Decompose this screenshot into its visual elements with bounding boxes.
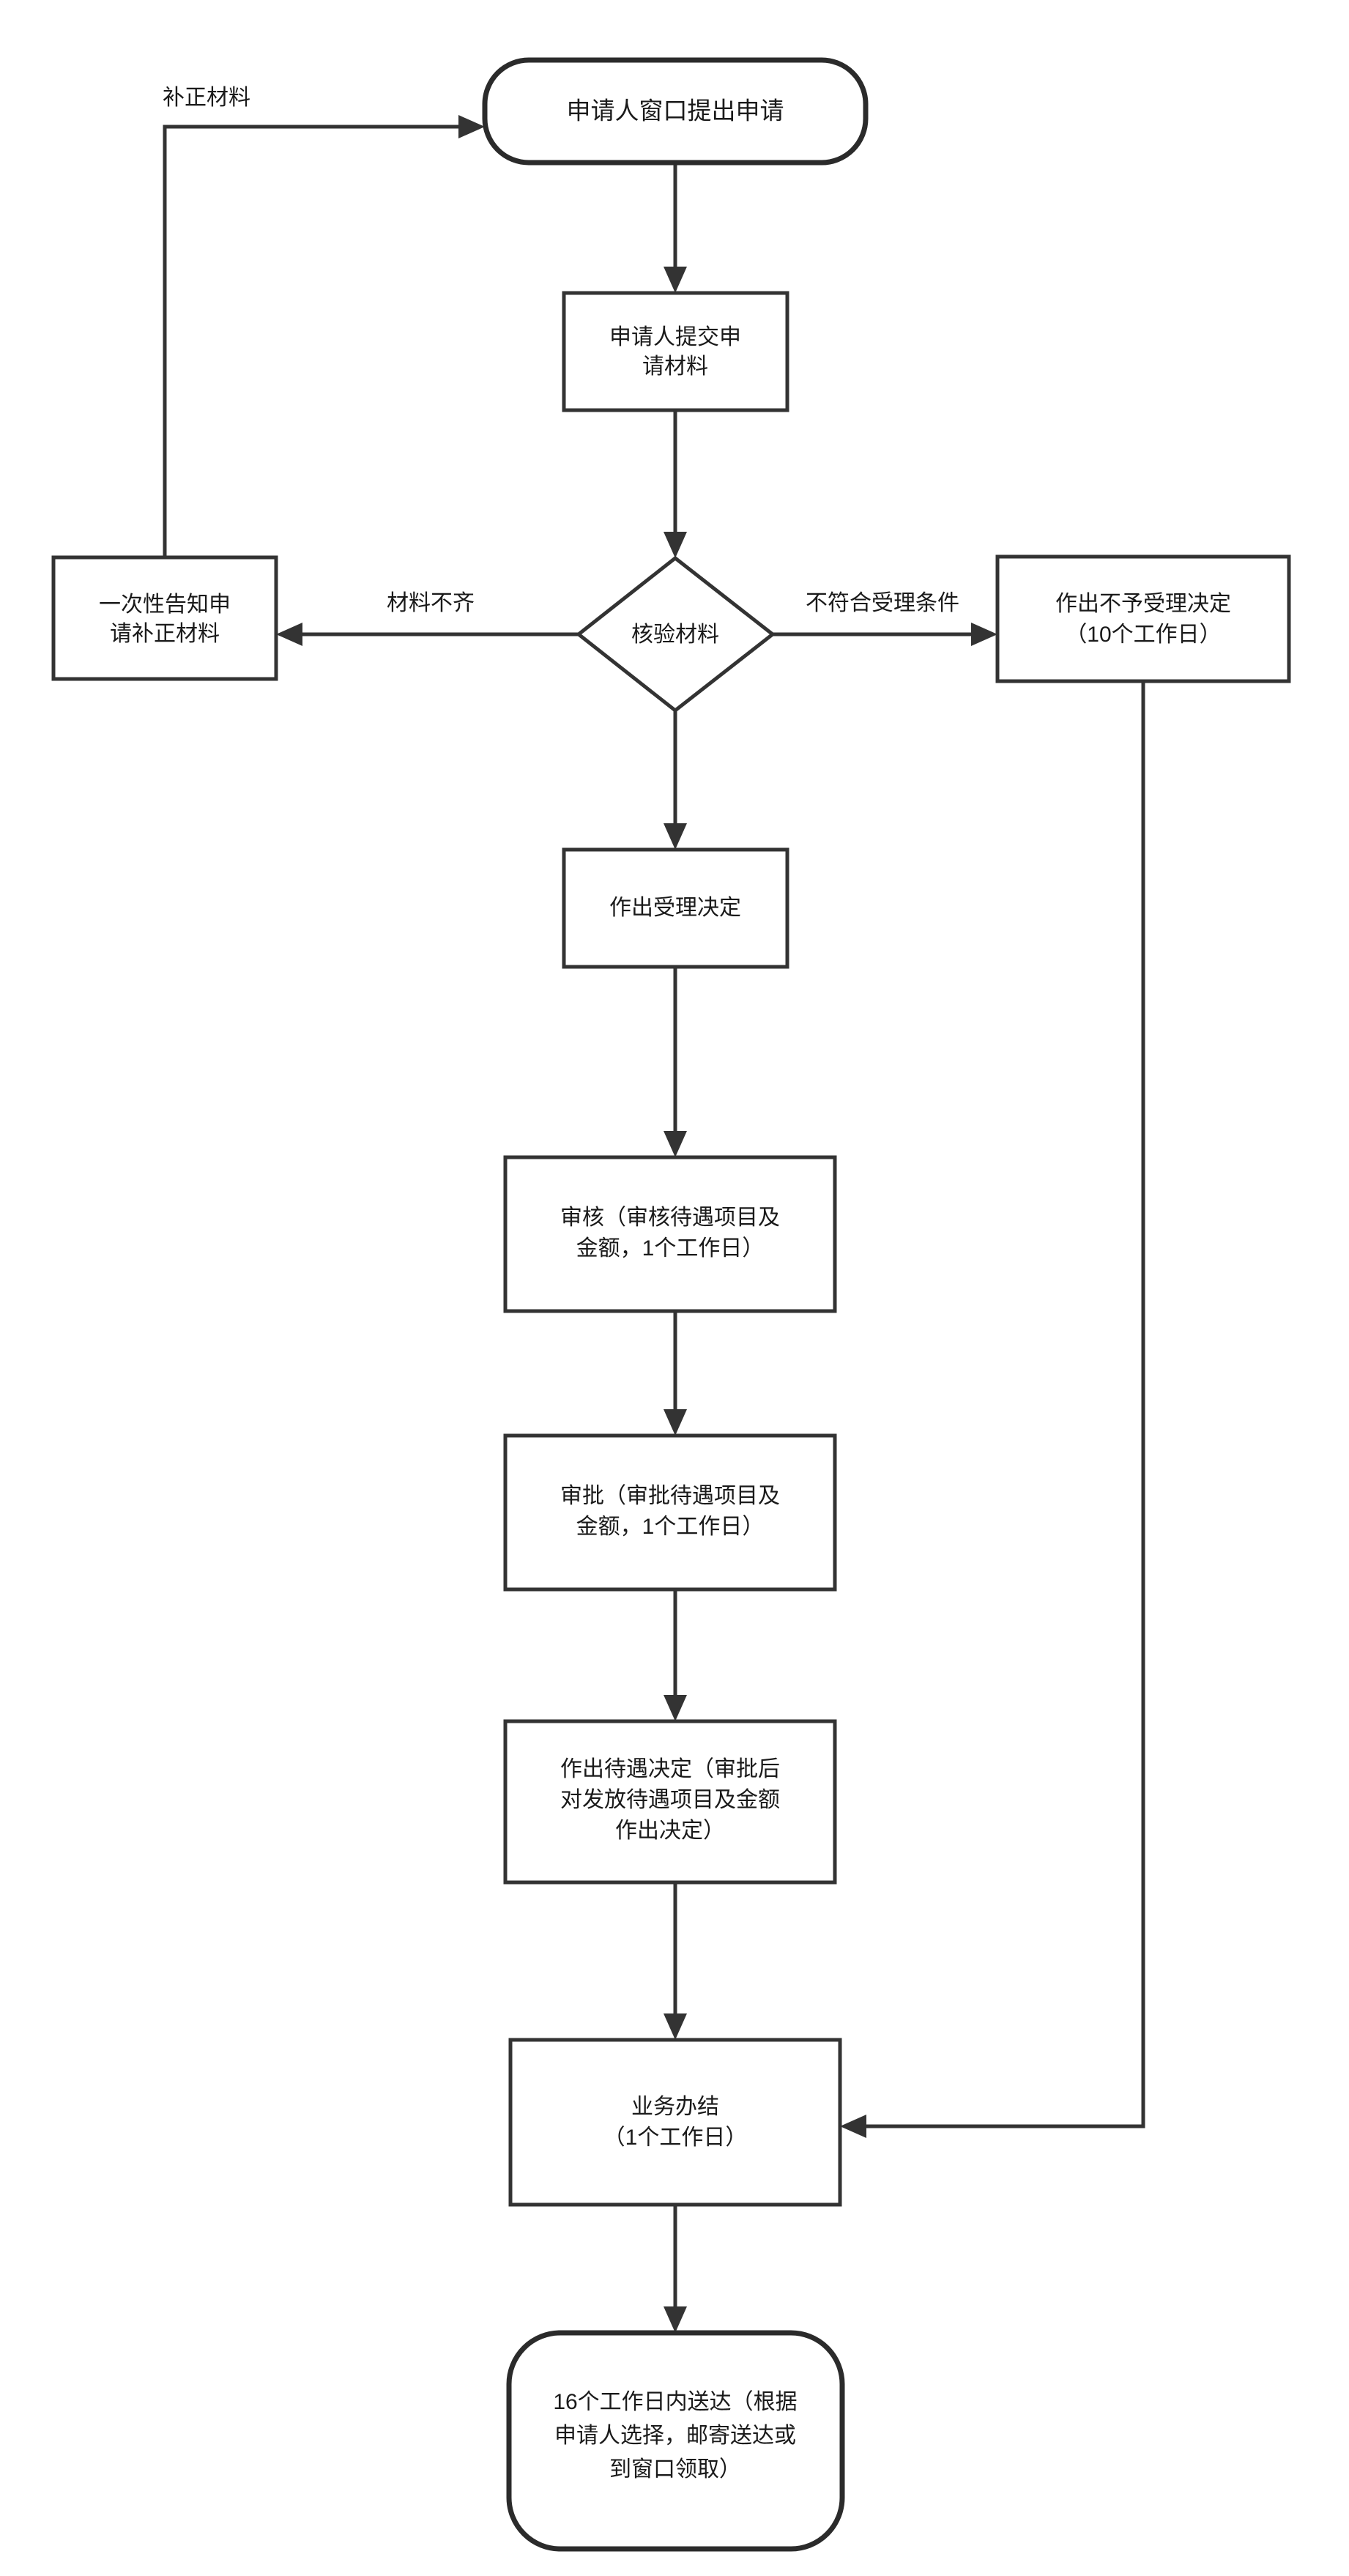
node-business-complete[interactable]: 业务办结 （1个工作日）: [508, 2038, 842, 2207]
node-delivery-line-0: 16个工作日内送达（根据: [553, 2390, 797, 2414]
node-start-application[interactable]: 申请人窗口提出申请: [482, 57, 869, 166]
node-delivery[interactable]: 16个工作日内送达（根据 申请人选择，邮寄送达或 到窗口领取）: [506, 2330, 845, 2552]
edge-label-incomplete: 材料不齐: [387, 591, 475, 615]
edge-submit-to-verify: [664, 410, 687, 558]
node-verify-materials[interactable]: 核验材料: [575, 555, 776, 713]
node-review[interactable]: 审核（审核待遇项目及 金额，1个工作日）: [503, 1155, 837, 1313]
node-submit-materials-line-0: 申请人提交申: [609, 325, 741, 349]
node-delivery-line-2: 到窗口领取）: [609, 2457, 741, 2482]
edge-complete-to-deliver: [664, 2205, 687, 2333]
node-accept-decision-label: 作出受理决定: [609, 896, 741, 920]
edge-label-correction: 补正材料: [163, 86, 250, 110]
node-approve[interactable]: 审批（审批待遇项目及 金额，1个工作日）: [503, 1433, 837, 1592]
node-notify-correction[interactable]: 一次性告知申 请补正材料: [51, 555, 278, 681]
node-benefit-decision-line-0: 作出待遇决定（审批后: [560, 1757, 780, 1781]
node-verify-materials-label: 核验材料: [631, 623, 719, 647]
node-delivery-line-1: 申请人选择，邮寄送达或: [554, 2424, 796, 2448]
node-start-application-line-0: 申请人窗口提出申请: [567, 97, 784, 125]
node-benefit-decision-line-1: 对发放待遇项目及金额: [560, 1788, 780, 1812]
node-benefit-decision[interactable]: 作出待遇决定（审批后 对发放待遇项目及金额 作出决定）: [503, 1719, 837, 1885]
node-reject-decision-line-0: 作出不予受理决定: [1055, 592, 1231, 616]
node-review-line-0: 审核（审核待遇项目及: [560, 1206, 780, 1230]
edge-verify-to-notify: [276, 623, 579, 646]
node-approve-line-0: 审批（审批待遇项目及: [560, 1484, 780, 1508]
node-notify-correction-line-1: 请补正材料: [110, 622, 220, 646]
edge-accept-to-review: [664, 967, 687, 1157]
edge-label-not-eligible: 不符合受理条件: [806, 591, 959, 615]
edge-approve-to-decision: [664, 1589, 687, 1721]
edge-reject-to-complete: [840, 681, 1145, 2138]
node-benefit-decision-line-2: 作出决定）: [615, 1819, 725, 1843]
edge-decision-to-complete: [664, 1882, 687, 2040]
node-accept-decision[interactable]: 作出受理决定: [562, 847, 789, 969]
edge-verify-to-reject: [773, 623, 997, 646]
node-submit-materials[interactable]: 申请人提交申 请材料: [562, 291, 789, 412]
edge-verify-to-accept: [664, 710, 687, 850]
node-reject-decision-line-1: （10个工作日）: [1065, 623, 1221, 647]
edge-notify-to-start-loop: [163, 115, 485, 557]
edge-review-to-approve: [664, 1311, 687, 1436]
node-business-complete-line-1: （1个工作日）: [603, 2126, 748, 2150]
node-notify-correction-line-0: 一次性告知申: [99, 593, 231, 617]
edge-start-to-submit: [664, 163, 687, 293]
node-reject-decision[interactable]: 作出不予受理决定 （10个工作日）: [995, 554, 1291, 683]
node-business-complete-line-0: 业务办结: [631, 2095, 719, 2119]
node-submit-materials-line-1: 请材料: [642, 355, 708, 379]
node-approve-line-1: 金额，1个工作日）: [576, 1515, 765, 1539]
node-review-line-1: 金额，1个工作日）: [576, 1236, 765, 1261]
